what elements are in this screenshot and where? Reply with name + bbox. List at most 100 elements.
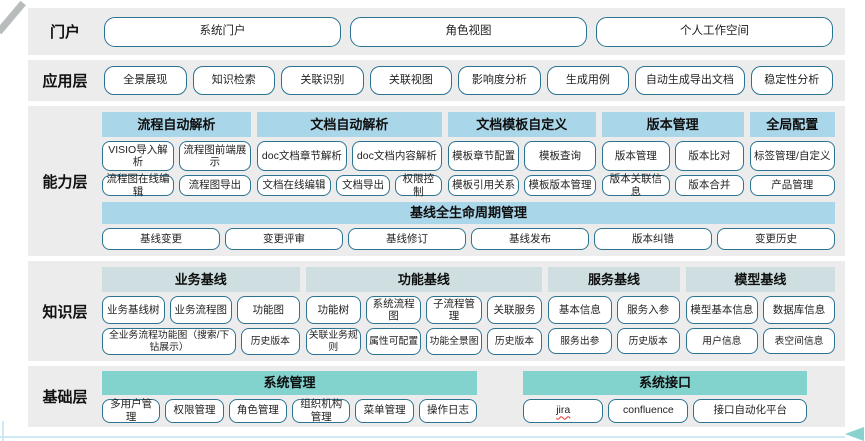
- section-header: 流程自动解析: [102, 112, 251, 137]
- chip-button[interactable]: 模板版本管理: [524, 175, 596, 196]
- baseline-row: 基线变更变更评审基线修订基线发布版本纠错变更历史: [102, 228, 835, 250]
- section: 流程自动解析 VISIO导入解析流程图前端展示流程图在线编辑流程图导出: [102, 112, 251, 198]
- chip-button[interactable]: jira: [523, 398, 604, 423]
- chip-button[interactable]: 个人工作空间: [596, 16, 833, 47]
- chip-button[interactable]: 文档导出: [336, 175, 390, 196]
- chip-button[interactable]: 关联业务规则: [305, 328, 361, 355]
- section-row: 版本管理版本比对: [601, 141, 744, 171]
- chip-button[interactable]: 版本合并: [675, 175, 744, 196]
- chip-button[interactable]: 版本关联信息: [601, 173, 671, 198]
- chip-button[interactable]: 模型基本信息: [685, 296, 758, 325]
- chip-button[interactable]: 角色管理: [228, 398, 288, 423]
- chip-button[interactable]: 基线变更: [102, 228, 220, 250]
- chip-button[interactable]: 流程图前端展示: [178, 141, 251, 171]
- chip-button[interactable]: 文档在线编辑: [256, 175, 332, 196]
- section-header: 全局配置: [749, 112, 835, 137]
- chip-button[interactable]: 菜单管理: [355, 398, 414, 423]
- chip-button[interactable]: 全景展现: [104, 66, 187, 95]
- section-row: 模板引用关系模板版本管理: [447, 175, 596, 196]
- section-row: 模型基本信息数据库信息: [685, 296, 836, 325]
- chip-button[interactable]: 功能全景图: [426, 328, 482, 355]
- chip-button[interactable]: 关联视图: [369, 66, 453, 95]
- chip-button[interactable]: 接口自动化平台: [693, 398, 808, 423]
- layer-band-portal: 门户 系统门户角色视图个人工作空间: [28, 8, 845, 55]
- section-row: 流程图在线编辑流程图导出: [102, 173, 251, 198]
- chip-button[interactable]: 关联识别: [281, 66, 364, 95]
- chip-button[interactable]: doc文档内容解析: [351, 141, 442, 171]
- section-row: 用户信息表空间信息: [685, 328, 836, 355]
- chip-button[interactable]: 子流程管理: [426, 296, 482, 325]
- section-row: 多用户管理权限管理角色管理组织机构管理菜单管理操作日志: [102, 398, 478, 423]
- section: 功能基线功能树系统流程图子流程管理关联服务关联业务规则属性可配置功能全景图历史版…: [305, 267, 543, 355]
- chip-button[interactable]: 表空间信息: [762, 328, 836, 355]
- chip-button[interactable]: 权限控制: [394, 173, 442, 198]
- layer-label-portal: 门户: [49, 24, 80, 41]
- chip-button[interactable]: doc文档章节解析: [256, 141, 347, 171]
- chip-button[interactable]: 关联服务: [486, 296, 543, 325]
- chip-button[interactable]: 属性可配置: [365, 328, 422, 355]
- chip-button[interactable]: 角色视图: [350, 16, 587, 47]
- chip-button[interactable]: 变更历史: [717, 228, 835, 250]
- chip-button[interactable]: 流程图在线编辑: [102, 173, 174, 198]
- chip-button[interactable]: 版本纠错: [594, 228, 712, 250]
- chip-button[interactable]: 组织机构管理: [292, 398, 351, 423]
- chip-button[interactable]: 操作日志: [418, 398, 478, 423]
- chip-button[interactable]: 基本信息: [548, 296, 612, 325]
- chip-button[interactable]: 功能图: [237, 296, 300, 325]
- chip-button[interactable]: 数据库信息: [762, 296, 836, 325]
- chip-button[interactable]: 稳定性分析: [750, 66, 834, 95]
- section-row: 业务基线树业务流程图功能图: [102, 296, 300, 325]
- section-row: 功能树系统流程图子流程管理关联服务: [305, 296, 543, 325]
- chip-button[interactable]: 自动生成导出文档: [635, 66, 745, 95]
- section-header: 版本管理: [601, 112, 744, 137]
- section: 版本管理版本管理版本比对版本关联信息版本合并: [601, 112, 744, 198]
- section: 文档模板自定义模板章节配置模板查询模板引用关系模板版本管理: [447, 112, 596, 196]
- chip-button[interactable]: 系统门户: [104, 16, 341, 47]
- chip-button[interactable]: 模板引用关系: [447, 175, 520, 196]
- section-row: 文档在线编辑文档导出权限控制: [256, 173, 442, 198]
- knowledge-content: 业务基线业务基线树业务流程图功能图全业务流程功能图（搜索/下钻展示）历史版本功能…: [102, 261, 836, 361]
- chip-button[interactable]: 生成用例: [546, 66, 630, 95]
- chip-button[interactable]: 历史版本: [486, 328, 543, 355]
- chip-button[interactable]: 功能树: [305, 296, 361, 325]
- chip-button[interactable]: 版本管理: [601, 141, 671, 171]
- section-header: 服务基线: [548, 267, 680, 293]
- chip-button[interactable]: 业务基线树: [102, 296, 165, 325]
- section: 模型基线模型基本信息数据库信息用户信息表空间信息: [685, 267, 836, 355]
- chip-button[interactable]: 基线修订: [348, 228, 466, 250]
- chip-button[interactable]: 影响度分析: [458, 66, 541, 95]
- section-header: 文档自动解析: [256, 112, 442, 137]
- chip-button[interactable]: 服务出参: [548, 328, 612, 355]
- section-row: 标签管理/自定义: [749, 141, 835, 171]
- chip-button[interactable]: 用户信息: [685, 328, 758, 355]
- section-row: 产品管理: [749, 175, 835, 196]
- chip-button[interactable]: 变更评审: [225, 228, 343, 250]
- chip-button[interactable]: 全业务流程功能图（搜索/下钻展示）: [102, 328, 237, 355]
- chip-button[interactable]: VISIO导入解析: [102, 141, 174, 171]
- chip-button[interactable]: 业务流程图: [169, 296, 233, 325]
- layer-band-knowledge: 知识层 业务基线业务基线树业务流程图功能图全业务流程功能图（搜索/下钻展示）历史…: [28, 261, 845, 361]
- layer-label-application: 应用层: [42, 73, 88, 90]
- layer-label-knowledge: 知识层: [42, 303, 88, 321]
- portal-content: 系统门户角色视图个人工作空间: [102, 8, 835, 55]
- chip-button[interactable]: confluence: [608, 398, 689, 423]
- chip-button[interactable]: 系统流程图: [365, 296, 422, 325]
- chip-button[interactable]: 流程图导出: [178, 175, 251, 196]
- chip-button[interactable]: 产品管理: [749, 175, 835, 196]
- capability-content: 流程自动解析 VISIO导入解析流程图前端展示流程图在线编辑流程图导出 文档自动解析…: [102, 106, 835, 256]
- chip-button[interactable]: 历史版本: [616, 328, 680, 355]
- chip-button[interactable]: 基线发布: [471, 228, 589, 250]
- section-row: VISIO导入解析流程图前端展示: [102, 141, 251, 171]
- chip-button[interactable]: 模板查询: [524, 141, 596, 171]
- chip-button[interactable]: 标签管理/自定义: [749, 141, 835, 171]
- chip-button[interactable]: 历史版本: [241, 328, 300, 355]
- chip-button[interactable]: 多用户管理: [102, 398, 161, 423]
- chip-button[interactable]: 权限管理: [165, 398, 224, 423]
- chip-button[interactable]: 知识检索: [192, 66, 276, 95]
- chip-button[interactable]: 服务入参: [616, 296, 680, 325]
- left-border-line: [2, 421, 4, 441]
- chip-button[interactable]: 模板章节配置: [447, 141, 520, 171]
- chip-button[interactable]: 版本比对: [675, 141, 744, 171]
